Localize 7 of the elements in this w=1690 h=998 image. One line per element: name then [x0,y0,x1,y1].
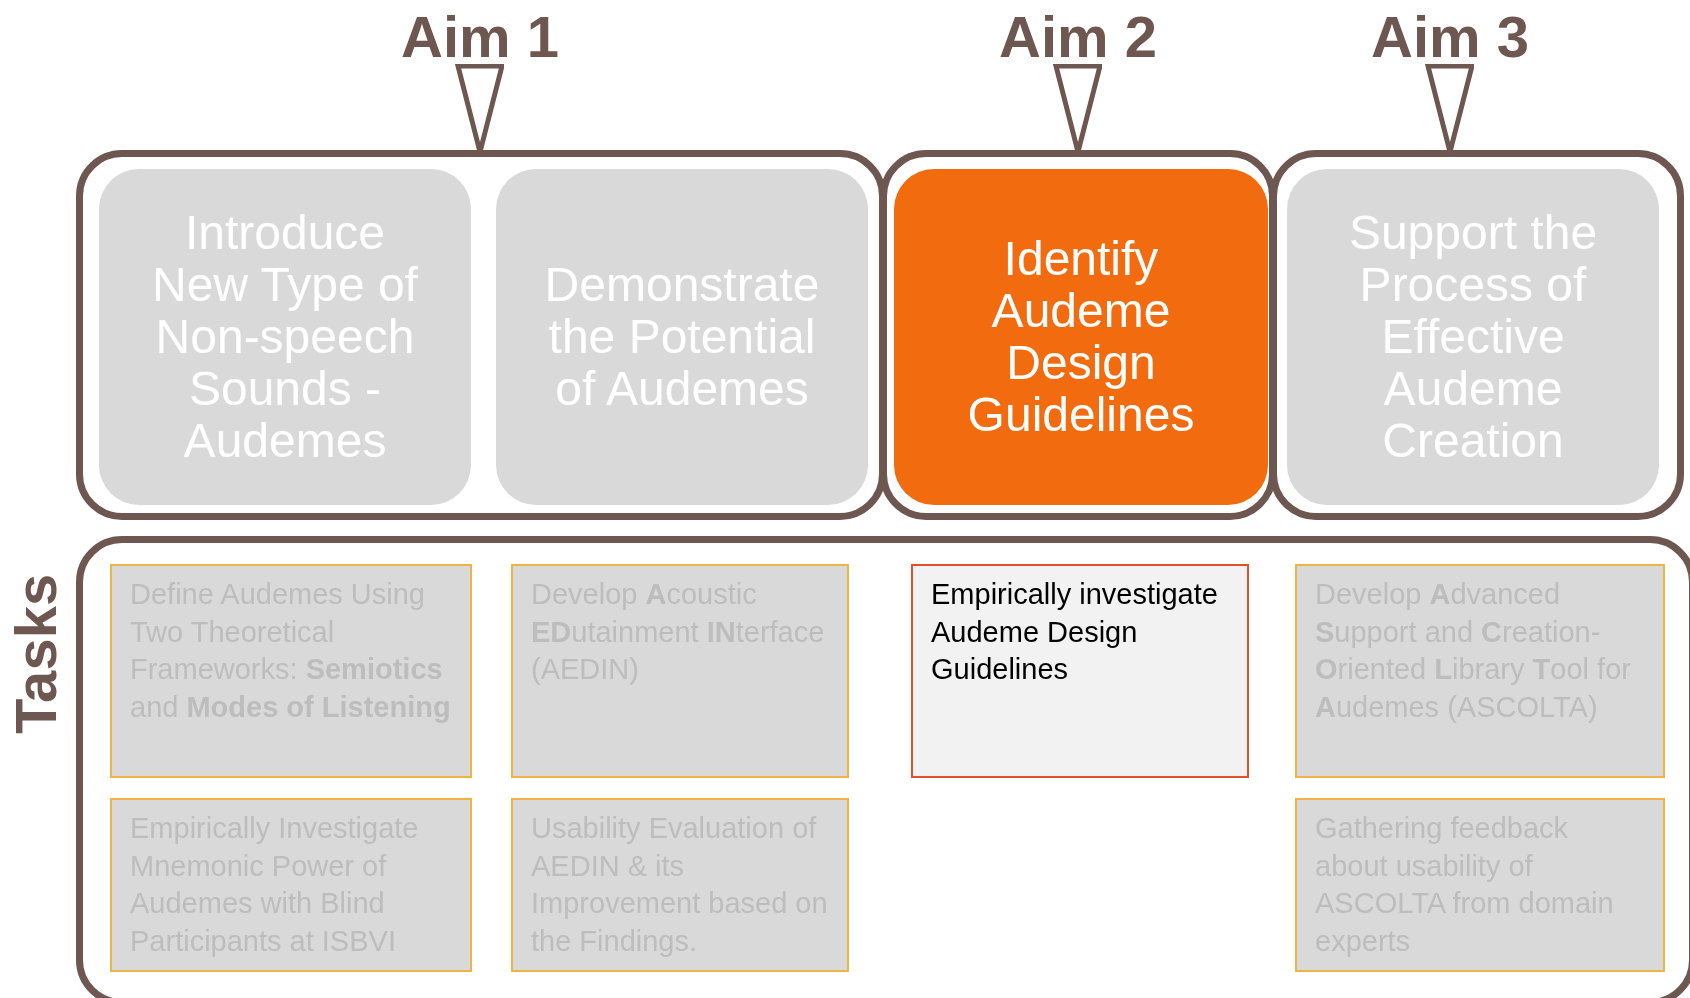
aim-box: Identify Audeme Design Guidelines [894,169,1268,505]
aim-heading: Aim 1 [380,8,580,72]
aim-heading: Aim 3 [1350,8,1550,72]
tasks-heading: Tasks [6,572,66,737]
group-frame [1270,150,1684,520]
aim-heading: Aim 2 [978,8,1178,72]
task-box: Empirically investigate Audeme Design Guidelines [911,564,1249,778]
